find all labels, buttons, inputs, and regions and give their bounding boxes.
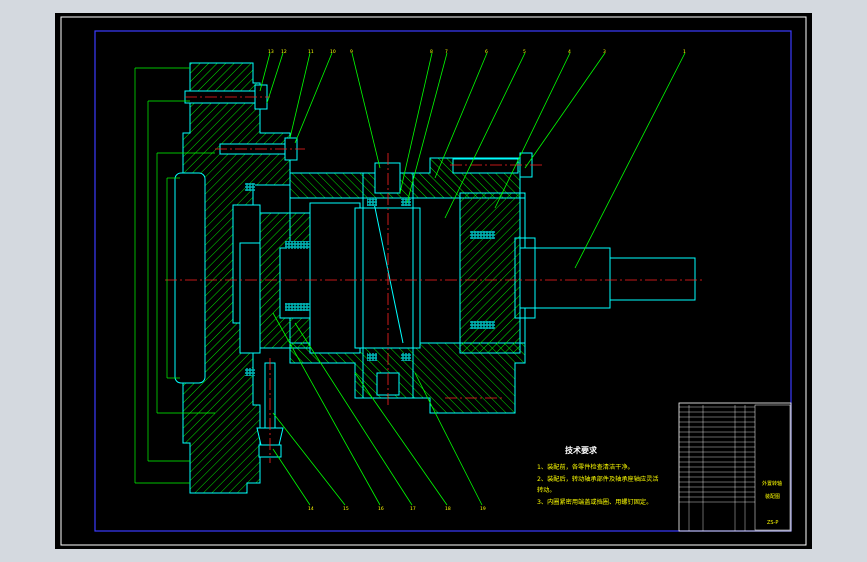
- cad-drawing: 13 12 11 10 9 8 7 6 5 4 3 1 14 15 16 17 …: [60, 16, 807, 546]
- output-shaft: [514, 237, 696, 319]
- dimension-lines: [134, 67, 215, 484]
- center-lines: [165, 96, 705, 463]
- requirement-line: 3、内圈紧密用端盖或挡圈、用螺钉固定。: [537, 498, 652, 506]
- balloon-label: 1: [683, 49, 686, 55]
- leader-lines: [259, 52, 686, 506]
- balloon-label: 7: [445, 49, 448, 55]
- requirement-line: 2、装配后，转动轴承部件及轴承座轴应灵活: [537, 475, 659, 483]
- balloon-label: 18: [445, 506, 451, 512]
- bearing-pack: [245, 183, 521, 376]
- balloon-label: 5: [523, 49, 526, 55]
- balloon-label: 13: [268, 49, 274, 55]
- balloon-labels: 13 12 11 10 9 8 7 6 5 4 3 1 14 15 16 17 …: [268, 49, 686, 512]
- balloon-label: 12: [281, 49, 287, 55]
- balloon-label: 9: [350, 49, 353, 55]
- outer-frame: [60, 16, 807, 546]
- tech-requirements-title: 技术要求: [565, 445, 598, 455]
- balloon-label: 10: [330, 49, 336, 55]
- drawing-name: 外置转轴: [762, 480, 782, 487]
- balloon-label: 16: [378, 506, 384, 512]
- left-flange: [174, 62, 291, 494]
- drawing-number: ZS-P: [767, 520, 778, 526]
- balloon-label: 8: [430, 49, 433, 55]
- inner-frame: [94, 30, 792, 532]
- balloon-label: 19: [480, 506, 486, 512]
- requirement-line: 转动。: [537, 486, 556, 494]
- title-block: 外置转轴 装配图 ZS-P: [678, 402, 792, 532]
- requirement-line: 1、装配前，各零件检查清洁干净。: [537, 463, 634, 471]
- technical-requirements: 技术要求 1、装配前，各零件检查清洁干净。 2、装配后，转动轴承部件及轴承座轴应…: [537, 445, 659, 506]
- balloon-label: 4: [568, 49, 571, 55]
- bottom-bolt: [256, 362, 284, 458]
- drawing-sheet: 13 12 11 10 9 8 7 6 5 4 3 1 14 15 16 17 …: [55, 13, 812, 549]
- balloon-label: 14: [308, 506, 314, 512]
- balloon-label: 17: [410, 506, 416, 512]
- balloon-label: 3: [603, 49, 606, 55]
- balloon-label: 11: [308, 49, 314, 55]
- balloon-label: 6: [485, 49, 488, 55]
- drawing-name-sub: 装配图: [765, 493, 780, 500]
- balloon-label: 15: [343, 506, 349, 512]
